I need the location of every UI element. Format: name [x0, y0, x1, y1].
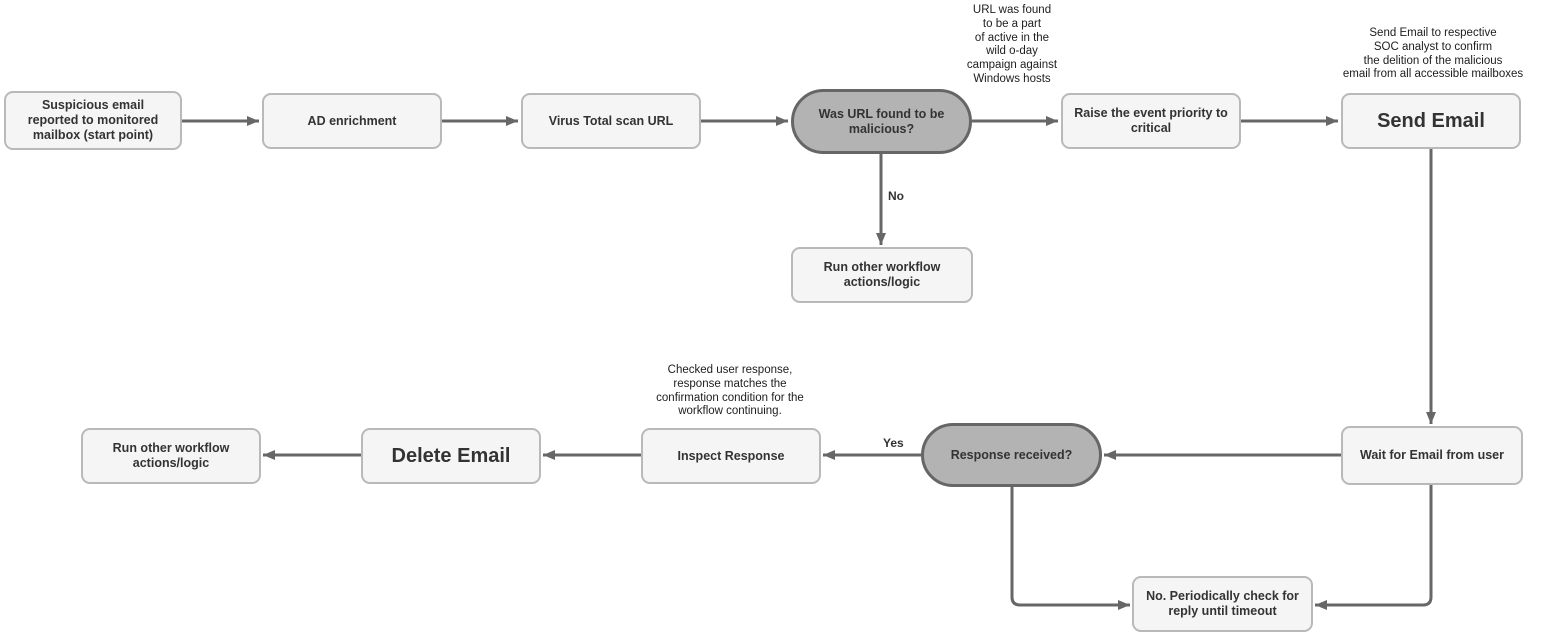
edge-label-yes: Yes [883, 436, 904, 450]
node-virus-total-scan[interactable]: Virus Total scan URL [521, 93, 701, 149]
node-label: AD enrichment [307, 113, 397, 128]
annotation-response-check-note: Checked user response, response matches … [656, 364, 804, 418]
node-label: Delete Email [391, 445, 511, 467]
decision-response-received[interactable]: Response received? [921, 423, 1102, 487]
node-raise-priority[interactable]: Raise the event priority to critical [1061, 93, 1241, 149]
node-label: Response received? [950, 447, 1073, 462]
edge-label-no: No [888, 189, 904, 203]
annotation-send-email-note: Send Email to respective SOC analyst to … [1342, 27, 1524, 81]
node-periodic-check[interactable]: No. Periodically check for reply until t… [1132, 576, 1313, 632]
node-label: Send Email [1377, 110, 1485, 132]
node-ad-enrichment[interactable]: AD enrichment [262, 93, 442, 149]
node-label: Run other workflow actions/logic [823, 260, 941, 289]
annotation-url-campaign: URL was found to be a part of active in … [966, 4, 1058, 85]
node-delete-email[interactable]: Delete Email [361, 428, 541, 484]
arrow-response-to-periodic [1010, 487, 1130, 610]
node-label: No. Periodically check for reply until t… [1146, 589, 1299, 618]
node-label: Run other workflow actions/logic [112, 441, 230, 470]
decision-url-malicious[interactable]: Was URL found to be malicious? [791, 89, 972, 154]
node-label: Inspect Response [677, 448, 785, 463]
node-label: Was URL found to be malicious? [818, 106, 945, 136]
node-run-other-workflow-top[interactable]: Run other workflow actions/logic [791, 247, 973, 303]
node-suspicious-email-start[interactable]: Suspicious email reported to monitored m… [4, 91, 182, 150]
arrow-wait-to-periodic [1315, 485, 1433, 610]
node-send-email[interactable]: Send Email [1341, 93, 1521, 149]
node-inspect-response[interactable]: Inspect Response [641, 428, 821, 484]
node-label: Virus Total scan URL [548, 113, 674, 128]
node-run-other-workflow-bottom[interactable]: Run other workflow actions/logic [81, 428, 261, 484]
node-label: Raise the event priority to critical [1074, 106, 1228, 135]
node-label: Suspicious email reported to monitored m… [27, 98, 159, 142]
node-wait-for-email[interactable]: Wait for Email from user [1341, 426, 1523, 485]
node-label: Wait for Email from user [1359, 448, 1504, 462]
